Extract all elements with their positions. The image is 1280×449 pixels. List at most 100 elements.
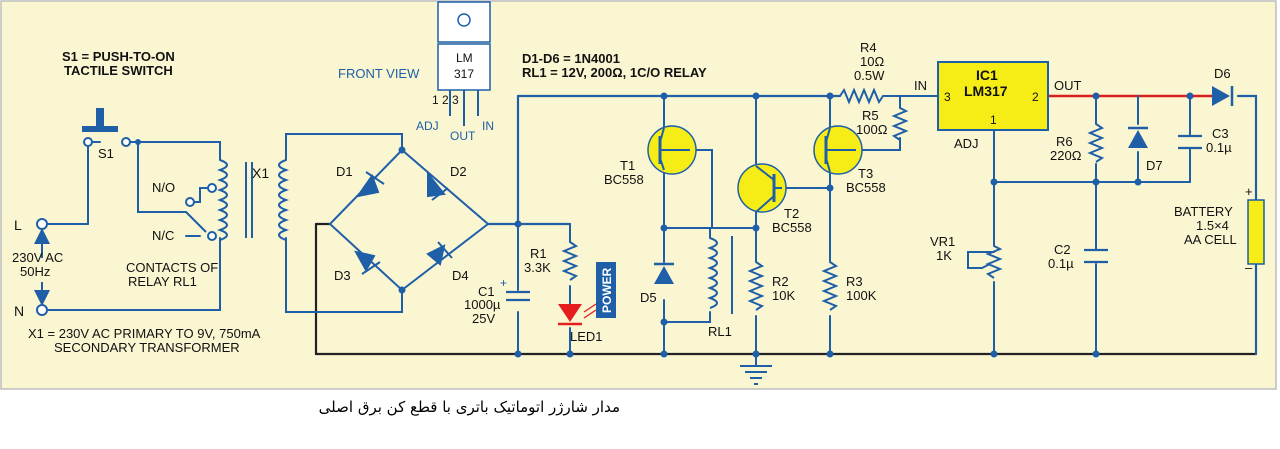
note-contacts-line2: RELAY RL1	[128, 274, 197, 289]
note-s1-line2: TACTILE SWITCH	[64, 63, 173, 78]
t1-name: T1	[620, 158, 635, 173]
d2-diode	[427, 171, 446, 198]
svg-text:POWER: POWER	[600, 267, 614, 313]
d6-label: D6	[1214, 66, 1231, 81]
note-relay: RL1 = 12V, 200Ω, 1C/O RELAY	[522, 65, 707, 80]
vr1-value: 1K	[936, 248, 952, 263]
c1-voltage: 25V	[472, 311, 495, 326]
c1-capacitance: 1000µ	[464, 297, 501, 312]
t1-type: BC558	[604, 172, 644, 187]
r3-name: R3	[846, 274, 863, 289]
d5-label: D5	[640, 290, 657, 305]
pinout-pin-numbers: 1 2 3	[432, 93, 459, 107]
ic1-name: IC1	[976, 67, 998, 83]
note-s1-line1: S1 = PUSH-TO-ON	[62, 49, 175, 64]
n-label: N	[14, 303, 24, 319]
r3-value: 100K	[846, 288, 877, 303]
c1-capacitor: +	[500, 276, 530, 302]
pinout-adj: ADJ	[416, 119, 439, 133]
ic-out-label: OUT	[1054, 78, 1082, 93]
mains-input: L N 230V AC 50Hz	[12, 217, 63, 319]
ic1-type: LM317	[964, 83, 1008, 99]
r1-value: 3.3K	[524, 260, 551, 275]
ic1-pin3: 3	[944, 90, 951, 104]
bridge-diodes	[354, 171, 453, 275]
r1-name: R1	[530, 246, 547, 261]
r6-resistor	[1087, 123, 1105, 163]
pinout-chip-line1: LM	[456, 51, 473, 65]
rl1-label: RL1	[708, 324, 732, 339]
c2-value: 0.1µ	[1048, 256, 1074, 271]
mains-voltage: 230V AC	[12, 250, 63, 265]
schematic-panel	[0, 0, 1277, 390]
persian-caption: مدار شارژر اتوماتیک باتری با قطع کن برق …	[318, 398, 620, 416]
pinout-chip-line2: 317	[454, 67, 474, 81]
r5-value: 100Ω	[856, 122, 888, 137]
note-x1-line2: SECONDARY TRANSFORMER	[54, 340, 240, 355]
battery-label: BATTERY	[1174, 204, 1233, 219]
r6-value: 220Ω	[1050, 148, 1082, 163]
ground-symbol	[740, 365, 772, 385]
t3-name: T3	[858, 166, 873, 181]
c2-name: C2	[1054, 242, 1071, 257]
relay-contacts: N/O N/C	[152, 180, 217, 243]
t3-transistor	[813, 125, 863, 175]
c3-name: C3	[1212, 126, 1229, 141]
c2-capacitor	[1084, 248, 1108, 264]
r5-resistor	[891, 107, 909, 141]
s1-push-switch: S1	[82, 108, 131, 161]
vr1-potentiometer	[981, 245, 1003, 279]
r4-name: R4	[860, 40, 877, 55]
battery-count: 1.5×4	[1196, 218, 1229, 233]
battery-symbol	[1247, 199, 1265, 265]
junction-dots	[135, 92, 1194, 358]
battery-minus: –	[1245, 260, 1253, 275]
lm317-pinout	[437, 1, 491, 126]
pinout-in: IN	[482, 119, 494, 133]
s1-label: S1	[98, 146, 114, 161]
ic-in-label: IN	[914, 78, 927, 93]
svg-text:+: +	[500, 276, 507, 290]
d7-diode	[1128, 126, 1148, 148]
front-view-label: FRONT VIEW	[338, 66, 420, 81]
d6-diode	[1212, 86, 1234, 106]
d4-label: D4	[452, 268, 469, 283]
no-label: N/O	[152, 180, 175, 195]
r3-resistor	[821, 261, 839, 311]
c3-capacitor	[1178, 134, 1202, 150]
d1-diode	[355, 173, 380, 198]
d2-label: D2	[450, 164, 467, 179]
r6-name: R6	[1056, 134, 1073, 149]
ic-adj-label: ADJ	[954, 136, 979, 151]
n-terminal	[36, 304, 48, 316]
ic1-pin2: 2	[1032, 90, 1039, 104]
led1-label: LED1	[570, 329, 603, 344]
d5-diode	[654, 262, 674, 284]
vr1-name: VR1	[930, 234, 955, 249]
c3-value: 0.1µ	[1206, 140, 1232, 155]
r2-value: 10K	[772, 288, 795, 303]
x1-label: X1	[252, 165, 269, 181]
d4-diode	[426, 244, 446, 266]
c1-name: C1	[478, 284, 495, 299]
t2-type: BC558	[772, 220, 812, 235]
r5-name: R5	[862, 108, 879, 123]
t1-transistor	[647, 125, 697, 175]
rl1-coil	[707, 237, 718, 309]
power-tag: POWER	[596, 262, 616, 318]
note-diodes: D1-D6 = 1N4001	[522, 51, 620, 66]
l-terminal	[36, 218, 48, 230]
d3-diode	[354, 250, 376, 273]
r4-power: 0.5W	[854, 68, 885, 83]
battery-plus: +	[1245, 184, 1253, 199]
pinout-out: OUT	[450, 129, 476, 143]
r4-value: 10Ω	[860, 54, 884, 69]
note-contacts-line1: CONTACTS OF	[126, 260, 218, 275]
t2-transistor	[737, 163, 787, 213]
nc-label: N/C	[152, 228, 174, 243]
t2-name: T2	[784, 206, 799, 221]
r1-resistor	[561, 241, 579, 281]
d7-label: D7	[1146, 158, 1163, 173]
r2-name: R2	[772, 274, 789, 289]
